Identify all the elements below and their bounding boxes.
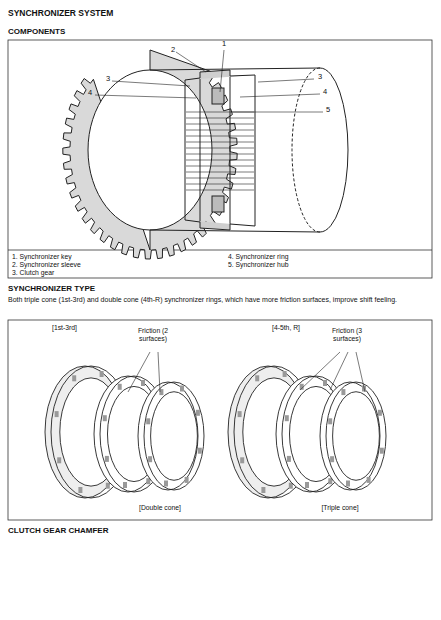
ring-tab bbox=[261, 487, 265, 493]
body-text: Both triple cone (1st-3rd) and double co… bbox=[8, 296, 432, 304]
ring-tab bbox=[198, 448, 202, 454]
callout-number: 3 bbox=[314, 73, 326, 82]
section-heading: CLUTCH GEAR CHAMFER bbox=[8, 526, 258, 535]
ring-tab bbox=[380, 448, 384, 454]
type-frame bbox=[8, 320, 432, 520]
ring-tab bbox=[283, 371, 287, 377]
leader bbox=[232, 112, 323, 113]
leader bbox=[240, 94, 320, 97]
synchronizer-ring bbox=[138, 382, 204, 490]
callout-number: 4 bbox=[319, 88, 331, 97]
gear-bore bbox=[88, 70, 212, 230]
leader bbox=[356, 352, 365, 392]
parts-list-divider bbox=[8, 250, 432, 251]
components-frame bbox=[8, 40, 432, 278]
synchronizer-rings bbox=[45, 366, 386, 498]
leader bbox=[300, 352, 340, 390]
ring-tab bbox=[105, 456, 109, 462]
leader bbox=[95, 95, 196, 98]
ring-inner bbox=[151, 392, 198, 481]
callout-number: 3 bbox=[102, 75, 114, 84]
friction-label: Friction (3 surfaces) bbox=[322, 327, 372, 343]
ring-tab bbox=[323, 380, 327, 386]
leader bbox=[220, 50, 224, 92]
ring-tab bbox=[196, 410, 200, 416]
sleeve-section-bottom bbox=[185, 220, 255, 230]
ring-tab bbox=[164, 481, 168, 487]
ring-tab bbox=[55, 411, 59, 417]
callout-number: 2 bbox=[167, 46, 179, 55]
ring-tab bbox=[238, 411, 242, 417]
leader bbox=[176, 52, 206, 72]
ring-tab bbox=[240, 457, 244, 463]
hub-sections bbox=[185, 75, 255, 226]
ring-tab bbox=[180, 386, 184, 392]
ring-tab bbox=[146, 418, 150, 424]
callout-number: 5 bbox=[322, 106, 334, 115]
friction-leaders bbox=[128, 352, 365, 392]
ring-tab bbox=[378, 410, 382, 416]
ring-inner bbox=[333, 392, 380, 481]
part-name: 4. Synchronizer ring bbox=[228, 253, 428, 261]
ring-tab bbox=[367, 477, 371, 483]
part-name: 1. Synchronizer key bbox=[12, 253, 212, 261]
ring-tab bbox=[328, 418, 332, 424]
synchronizer-key bbox=[212, 88, 224, 104]
ring-tab bbox=[287, 456, 291, 462]
hub-splines bbox=[186, 112, 254, 190]
panel-frames bbox=[8, 40, 432, 520]
synchronizer-ring bbox=[320, 382, 386, 490]
ring-tab bbox=[141, 380, 145, 386]
part-name: 5. Synchronizer hub bbox=[228, 261, 428, 269]
synchronizer-assembly bbox=[63, 50, 348, 259]
ring-tab bbox=[100, 371, 104, 377]
sleeve-end-hidden bbox=[292, 68, 320, 232]
sleeve-outline bbox=[150, 68, 320, 232]
callout-number: 1 bbox=[218, 40, 230, 49]
page-title: SYNCHRONIZER SYSTEM bbox=[8, 9, 308, 19]
ring-outer bbox=[138, 382, 198, 490]
synchronizer-key bbox=[212, 196, 224, 212]
ring-tab bbox=[285, 415, 289, 421]
part-name: 2. Synchronizer sleeve bbox=[12, 261, 212, 269]
ring-face bbox=[326, 382, 386, 490]
ring-tab bbox=[346, 481, 350, 487]
cone-type-label: [Triple cone] bbox=[300, 504, 380, 512]
ring-tab bbox=[72, 375, 76, 381]
leader-lines bbox=[95, 50, 323, 112]
section-heading: SYNCHRONIZER TYPE bbox=[8, 284, 208, 293]
leader bbox=[258, 79, 314, 82]
ring-tab bbox=[305, 482, 309, 488]
leader bbox=[330, 352, 348, 390]
cone-type-label: [Double cone] bbox=[120, 504, 200, 512]
part-name: 3. Clutch gear bbox=[12, 269, 212, 277]
ring-tab bbox=[103, 415, 107, 421]
sleeve-section-top bbox=[185, 70, 255, 80]
ring-tab bbox=[123, 482, 127, 488]
ring-face bbox=[144, 382, 204, 490]
ring-tab bbox=[57, 457, 61, 463]
callout-number: 4 bbox=[84, 89, 96, 98]
ring-tab bbox=[255, 375, 259, 381]
sleeve-end bbox=[320, 68, 348, 232]
ring-tab bbox=[118, 384, 122, 390]
ring-tab bbox=[341, 389, 345, 395]
ring-tab bbox=[106, 483, 110, 489]
leader bbox=[158, 352, 160, 392]
ring-tab bbox=[330, 456, 334, 462]
ring-tab bbox=[148, 456, 152, 462]
cone-type-label: [4-5th, R] bbox=[272, 324, 332, 332]
leader bbox=[112, 81, 190, 86]
ring-tab bbox=[185, 477, 189, 483]
ring-tab bbox=[78, 487, 82, 493]
section-heading: COMPONENTS bbox=[8, 27, 208, 36]
friction-label: Friction (2 surfaces) bbox=[128, 327, 178, 343]
ring-outer bbox=[320, 382, 380, 490]
leader bbox=[128, 352, 150, 392]
cone-type-label: [1st-3rd] bbox=[52, 324, 112, 332]
